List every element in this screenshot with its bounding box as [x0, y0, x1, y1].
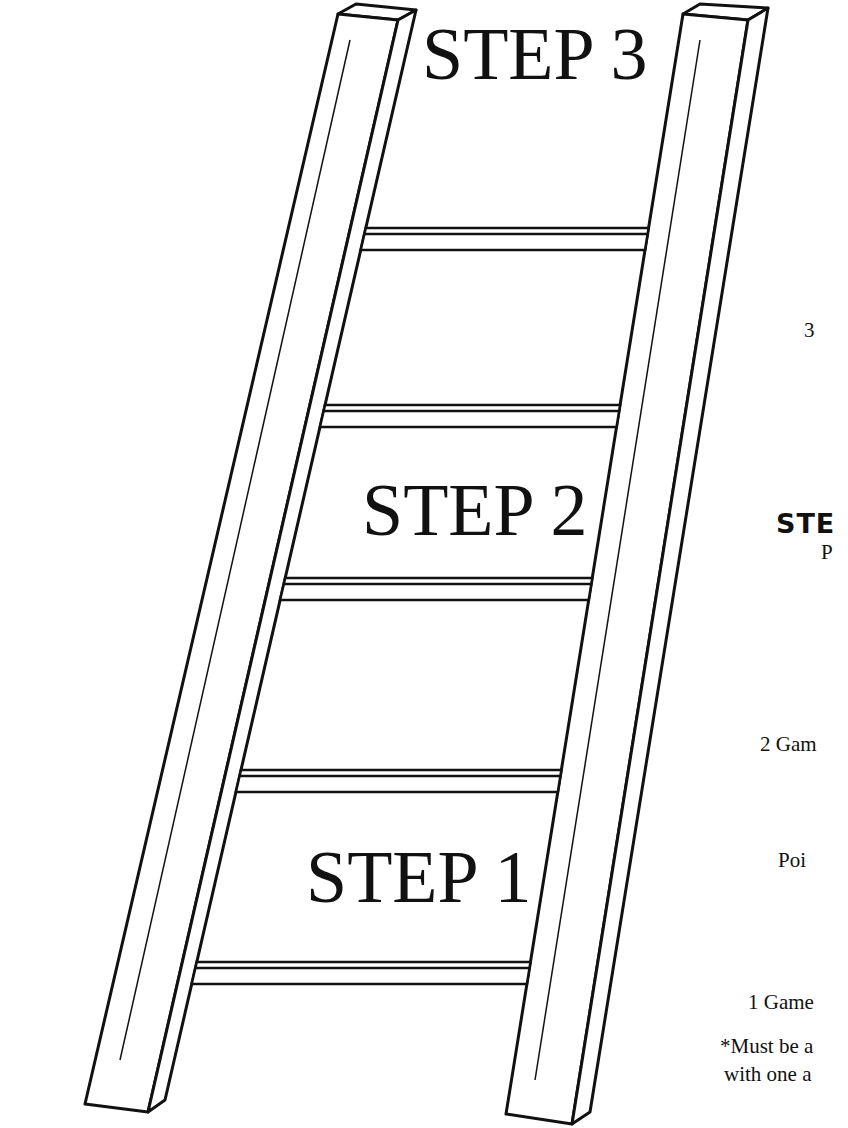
rung-edge [284, 583, 591, 586]
ladder-rung [280, 578, 592, 600]
ladder-rung [236, 770, 561, 792]
step-label: STEP 3 [422, 12, 647, 97]
cut-off-text: 2 Gam [760, 732, 817, 756]
footnote-text: *Must be a [720, 1034, 813, 1058]
ladder-rung [320, 405, 620, 427]
cut-off-text: 3 [804, 318, 815, 342]
rail-side [572, 8, 768, 1124]
rung-edge [324, 410, 619, 413]
rail-side [148, 10, 416, 1112]
rail-front [506, 14, 748, 1124]
cut-off-text: 1 Game [748, 990, 814, 1014]
step-label: STEP 1 [306, 835, 531, 920]
ladder-rung [361, 228, 649, 250]
rung-edge [240, 775, 561, 778]
cut-off-text: P [821, 540, 833, 564]
ladder-rung [192, 962, 531, 984]
step-label: STEP 2 [362, 468, 587, 553]
footnote-text: with one a [724, 1062, 811, 1086]
cut-off-text: Poi [778, 848, 806, 872]
cut-off-heading: STE [776, 508, 835, 539]
rung-edge [195, 967, 529, 970]
rail-grain [535, 40, 700, 1080]
rail-front [85, 14, 398, 1112]
rung-edge [364, 233, 647, 236]
